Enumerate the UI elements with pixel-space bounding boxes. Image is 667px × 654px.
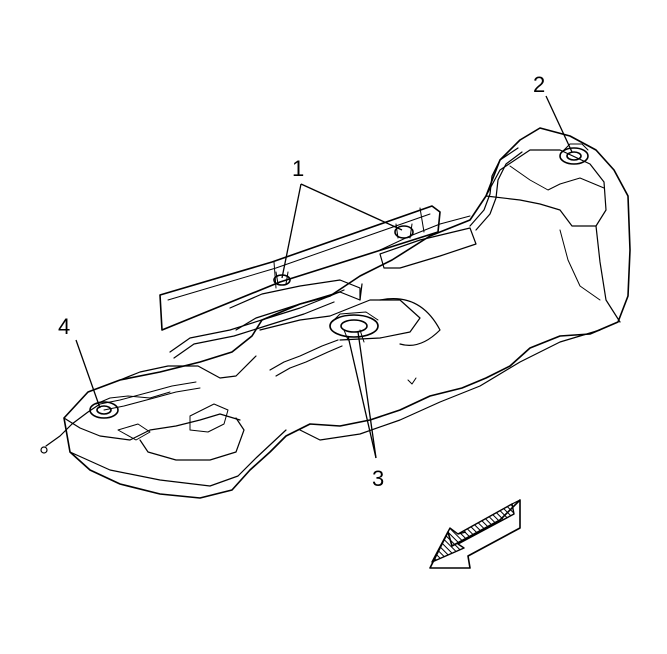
filler-valve xyxy=(559,143,589,165)
leader-lines xyxy=(75,95,573,459)
callout-2: 2 xyxy=(533,72,545,97)
callout-1: 1 xyxy=(292,156,304,181)
leader-3a xyxy=(347,335,377,459)
leader-2 xyxy=(545,95,573,153)
fuel-tank-illustration xyxy=(40,127,631,499)
front-direction-arrow-icon xyxy=(429,499,521,569)
heat-shield xyxy=(159,205,441,331)
vapor-valve-front xyxy=(394,223,414,239)
callout-3: 3 xyxy=(372,466,384,491)
leader-1a xyxy=(281,183,302,279)
fuel-sender-module xyxy=(329,311,379,343)
callouts: 1 2 3 4 xyxy=(58,72,545,491)
tank-body xyxy=(63,127,631,499)
rear-valve xyxy=(89,401,151,441)
leader-1b xyxy=(300,183,403,231)
leader-4 xyxy=(75,339,101,409)
leader-3b xyxy=(357,331,377,459)
vapor-valve-rear xyxy=(273,271,291,286)
callout-4: 4 xyxy=(58,314,70,339)
fuel-line xyxy=(169,289,345,353)
